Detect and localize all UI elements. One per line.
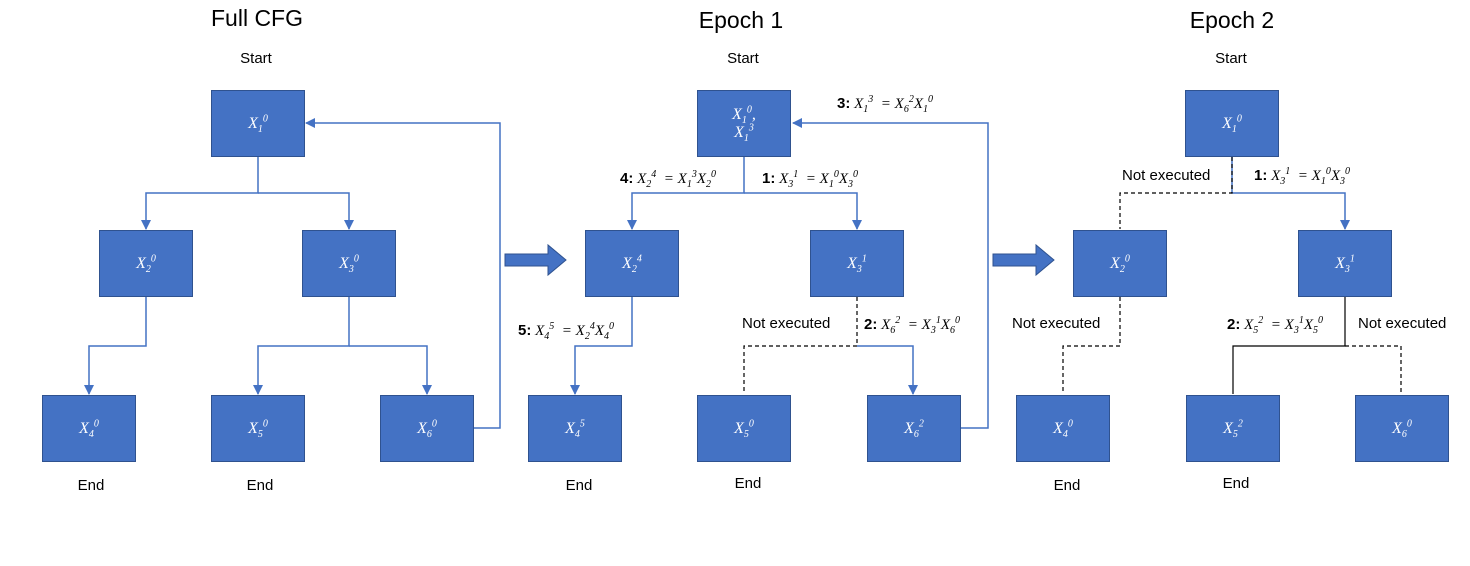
node-label: X24: [622, 253, 642, 275]
node-label: X50: [248, 418, 268, 440]
edge-e2-x3-x5: [1232, 297, 1346, 394]
edge-e1-loop: [792, 118, 989, 429]
node-label: X60: [1392, 418, 1412, 440]
edge-e2-x3-x6-skipped: [1345, 345, 1402, 394]
edge-e1-x3-x5-skipped: [743, 297, 858, 394]
equation-e1-step4: 4: X24 = X13X20: [620, 169, 716, 190]
node-label: X10: [1222, 113, 1242, 135]
transition-arrow-1: [504, 243, 567, 277]
node-full-x1: X10: [211, 90, 305, 157]
node-e1-x4: X45: [528, 395, 622, 462]
end-label-full-left: End: [77, 477, 105, 494]
node-label: X60: [417, 418, 437, 440]
node-label: X40: [79, 418, 99, 440]
node-label: X31: [847, 253, 867, 275]
node-label: X20: [1110, 253, 1130, 275]
equation-e2-step2: 2: X52 = X31X50: [1227, 315, 1323, 336]
edge-e1-x1-x2: [627, 157, 745, 230]
node-label: X10,X13: [732, 104, 756, 144]
edge-full-loop: [305, 118, 501, 429]
node-e2-x2: X20: [1073, 230, 1167, 297]
node-e2-x5: X52: [1186, 395, 1280, 462]
not-executed-e2-top: Not executed: [1122, 167, 1211, 184]
end-label-epoch1-left: End: [565, 477, 593, 494]
edge-full-x1-x3: [258, 192, 354, 230]
end-label-epoch2-left: End: [1053, 477, 1081, 494]
start-label-epoch1: Start: [727, 50, 759, 67]
node-full-x3: X30: [302, 230, 396, 297]
edge-e1-x1-x3: [744, 192, 862, 230]
node-label: X40: [1053, 418, 1073, 440]
edge-e2-x1-x2-skipped: [1119, 157, 1233, 229]
start-label-full: Start: [240, 50, 272, 67]
node-label: X45: [565, 418, 585, 440]
node-e1-x3: X31: [810, 230, 904, 297]
end-label-epoch2-mid: End: [1222, 475, 1250, 492]
node-label: X20: [136, 253, 156, 275]
node-e1-x2: X24: [585, 230, 679, 297]
title-epoch-2: Epoch 2: [1189, 7, 1275, 33]
node-e1-x6: X62: [867, 395, 961, 462]
node-label: X52: [1223, 418, 1243, 440]
node-e2-x6: X60: [1355, 395, 1449, 462]
equation-e1-step1: 1: X31 = X10X30: [762, 169, 858, 190]
node-e1-x5: X50: [697, 395, 791, 462]
edge-full-x3-x6: [349, 345, 432, 395]
not-executed-e2-left: Not executed: [1012, 315, 1101, 332]
node-label: X30: [339, 253, 359, 275]
equation-e2-step1: 1: X31 = X10X30: [1254, 166, 1350, 187]
node-label: X10: [248, 113, 268, 135]
title-epoch-1: Epoch 1: [698, 7, 784, 33]
edge-full-x3-x5: [253, 297, 350, 395]
equation-e1-step5: 5: X45 = X24X40: [518, 321, 614, 342]
start-label-epoch2: Start: [1215, 50, 1247, 67]
not-executed-e1: Not executed: [742, 315, 831, 332]
node-full-x5: X50: [211, 395, 305, 462]
not-executed-e2-right: Not executed: [1358, 315, 1447, 332]
node-label: X31: [1335, 253, 1355, 275]
node-e2-x1: X10: [1185, 90, 1279, 157]
edge-e2-x2-x4-skipped: [1062, 297, 1121, 394]
equation-e1-step2: 2: X62 = X31X60: [864, 315, 960, 336]
node-e2-x3: X31: [1298, 230, 1392, 297]
end-label-full-mid: End: [246, 477, 274, 494]
node-e2-x4: X40: [1016, 395, 1110, 462]
transition-arrow-2: [992, 243, 1055, 277]
node-label: X50: [734, 418, 754, 440]
node-full-x4: X40: [42, 395, 136, 462]
node-full-x6: X60: [380, 395, 474, 462]
edge-full-x1-x2: [141, 157, 259, 230]
edge-e1-x2-x4: [570, 297, 633, 395]
node-e1-x1: X10,X13: [697, 90, 791, 157]
edge-e1-x6-x3: [857, 345, 918, 395]
node-label: X62: [904, 418, 924, 440]
title-full-cfg: Full CFG: [211, 5, 303, 31]
end-label-epoch1-right: End: [734, 475, 762, 492]
node-full-x2: X20: [99, 230, 193, 297]
equation-e1-step3: 3: X13 = X62X10: [837, 94, 933, 115]
edge-full-x2-x4: [84, 297, 147, 395]
